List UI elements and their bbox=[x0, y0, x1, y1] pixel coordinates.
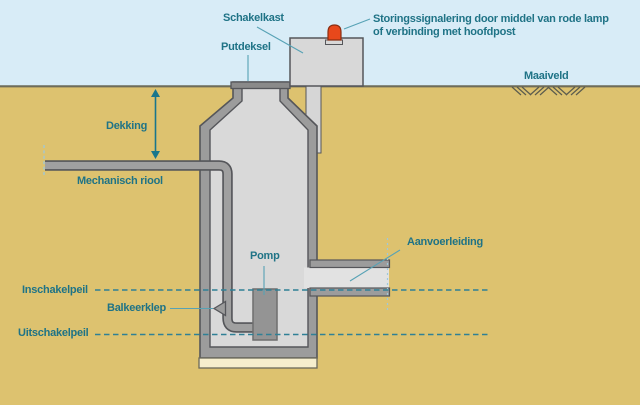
dekking-dimension-arrow bbox=[151, 89, 160, 159]
well-foundation bbox=[198, 357, 318, 369]
leader-aanvoerleiding bbox=[349, 249, 401, 282]
label-storing-line2: of verbinding met hoofdpost bbox=[373, 26, 516, 38]
label-dekking: Dekking bbox=[106, 120, 148, 132]
label-inschakelpeil: Inschakelpeil bbox=[22, 284, 88, 296]
leader-lines bbox=[170, 18, 401, 310]
check-valve-icon bbox=[212, 300, 227, 317]
label-mechanisch-riool: Mechanisch riool bbox=[77, 175, 163, 187]
label-aanvoerleiding: Aanvoerleiding bbox=[407, 236, 483, 248]
supply-pipe-wall-top bbox=[309, 259, 391, 269]
lamp-base bbox=[325, 39, 343, 45]
switch-cabinet bbox=[289, 37, 364, 87]
label-storing-line1: Storingssignalering door middel van rode… bbox=[373, 13, 609, 25]
label-balkeerklep: Balkeerklep bbox=[107, 302, 167, 314]
label-uitschakelpeil: Uitschakelpeil bbox=[18, 327, 89, 339]
leader-storing bbox=[343, 18, 371, 30]
label-schakelkast: Schakelkast bbox=[223, 12, 284, 24]
label-pomp: Pomp bbox=[250, 250, 280, 262]
supply-pipe-interior bbox=[304, 267, 389, 288]
leader-schakelkast bbox=[256, 26, 304, 54]
label-storingssignalering: Storingssignalering door middel van rode… bbox=[373, 13, 629, 39]
sewer-pipe bbox=[45, 160, 265, 333]
alarm-lamp-icon bbox=[327, 24, 342, 41]
pump-body bbox=[252, 288, 278, 341]
ground-hatch-icon bbox=[511, 86, 586, 96]
label-putdeksel: Putdeksel bbox=[221, 41, 271, 53]
well-cover bbox=[230, 81, 291, 90]
label-maaiveld: Maaiveld bbox=[524, 70, 569, 82]
supply-pipe-wall-bottom bbox=[309, 287, 391, 297]
